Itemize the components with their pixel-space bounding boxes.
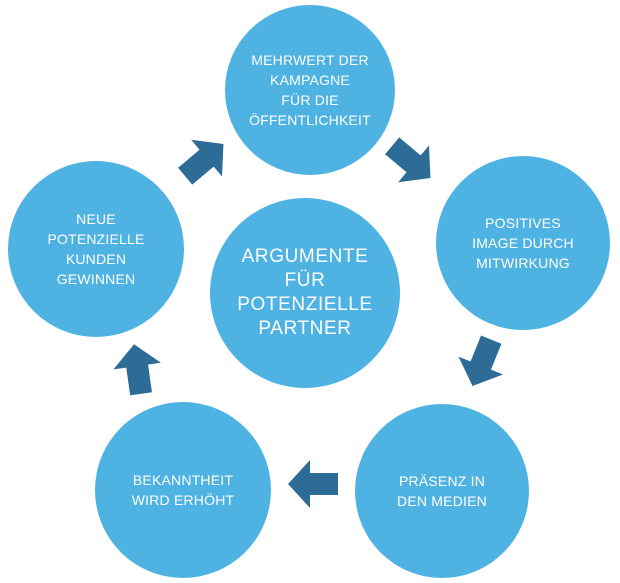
node-label-line: MITWIRKUNG: [476, 255, 570, 271]
arrow-praesenz-to-bekanntheit-icon: [288, 460, 338, 508]
node-label-line: WIRD ERHÖHT: [131, 492, 235, 508]
node-label-line: DEN MEDIEN: [397, 493, 487, 509]
arrow-kunden-to-mehrwert-icon: [178, 139, 224, 185]
node-label-line: BEKANNTHEIT: [132, 472, 234, 488]
arrow-mehrwert-to-image-icon: [385, 137, 431, 183]
center-label-line: FÜR: [284, 270, 326, 291]
node-image-label: POSITIVES IMAGE DURCH MITWIRKUNG: [472, 213, 574, 273]
node-bekanntheit: BEKANNTHEIT WIRD ERHÖHT: [95, 402, 271, 578]
node-praesenz-label: PRÄSENZ IN DEN MEDIEN: [397, 471, 487, 511]
node-label-line: IMAGE DURCH: [472, 235, 574, 251]
center-label: ARGUMENTE FÜR POTENZIELLE PARTNER: [237, 245, 372, 341]
node-label-line: FÜR DIE: [281, 92, 339, 108]
node-label-line: PRÄSENZ IN: [398, 473, 485, 489]
node-label-line: POTENZIELLE: [47, 231, 145, 247]
node-label-line: GEWINNEN: [56, 271, 136, 287]
node-praesenz: PRÄSENZ IN DEN MEDIEN: [355, 404, 529, 578]
node-image: POSITIVES IMAGE DURCH MITWIRKUNG: [436, 156, 610, 330]
node-label-line: MEHRWERT DER: [251, 52, 369, 68]
node-bekanntheit-label: BEKANNTHEIT WIRD ERHÖHT: [132, 470, 235, 510]
node-mehrwert-label: MEHRWERT DER KAMPAGNE FÜR DIE ÖFFENTLICH…: [249, 50, 371, 130]
node-label-line: NEUE: [76, 211, 116, 227]
arrow-image-to-praesenz-icon: [458, 335, 504, 386]
node-mehrwert: MEHRWERT DER KAMPAGNE FÜR DIE ÖFFENTLICH…: [225, 5, 395, 175]
center-label-line: POTENZIELLE: [237, 294, 373, 315]
arrow-bekanntheit-to-kunden-icon: [113, 344, 161, 396]
node-label-line: KUNDEN: [65, 251, 127, 267]
node-label-line: KAMPAGNE: [270, 72, 350, 88]
node-kunden: NEUE POTENZIELLE KUNDEN GEWINNEN: [8, 161, 184, 337]
node-kunden-label: NEUE POTENZIELLE KUNDEN GEWINNEN: [47, 209, 144, 289]
node-label-line: ÖFFENTLICHKEIT: [249, 112, 371, 128]
node-label-line: POSITIVES: [485, 215, 561, 231]
center-circle: ARGUMENTE FÜR POTENZIELLE PARTNER: [210, 198, 400, 388]
center-label-line: PARTNER: [258, 318, 352, 339]
center-label-line: ARGUMENTE: [241, 246, 369, 267]
